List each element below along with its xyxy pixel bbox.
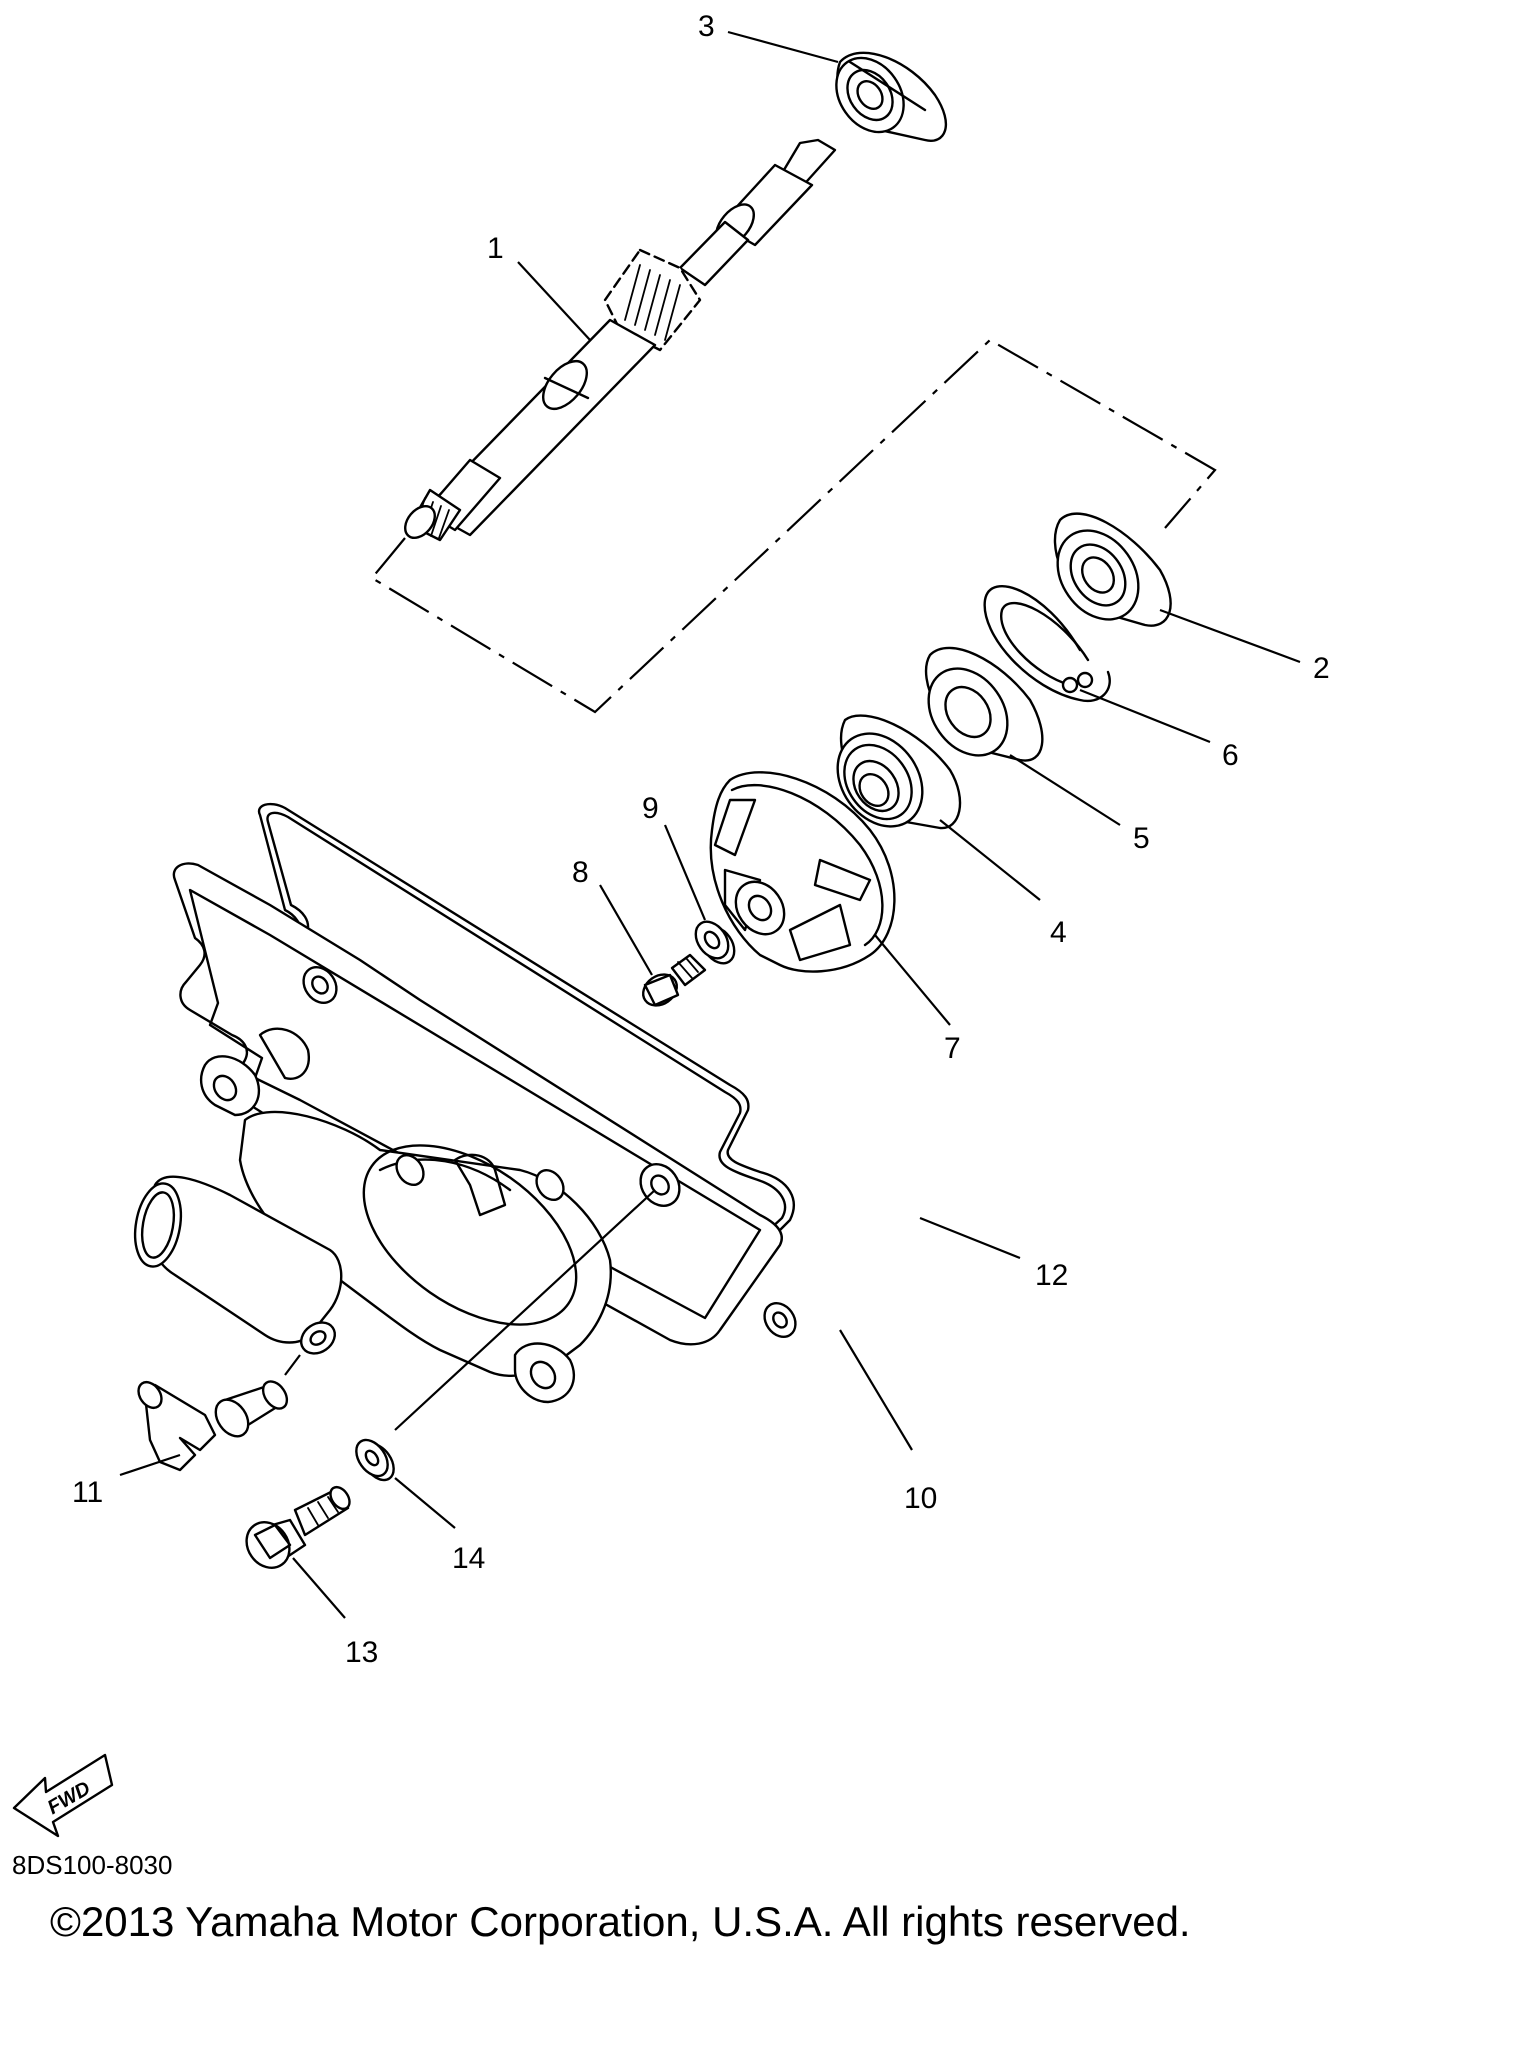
callout-8: 8 xyxy=(572,856,589,889)
part-6-circlip xyxy=(983,585,1111,703)
callout-6: 6 xyxy=(1222,739,1239,772)
callout-13: 13 xyxy=(345,1636,378,1669)
install-line-11 xyxy=(284,1354,301,1376)
callout-5: 5 xyxy=(1133,822,1150,855)
part-2-bearing xyxy=(1053,512,1172,627)
callout-14: 14 xyxy=(452,1542,485,1575)
callout-3: 3 xyxy=(698,10,715,43)
callout-1: 1 xyxy=(487,232,504,265)
part-13-bolt xyxy=(245,1485,351,1569)
copyright-notice: ©2013 Yamaha Motor Corporation, U.S.A. A… xyxy=(50,1898,1191,1945)
callout-11: 11 xyxy=(72,1476,103,1509)
part-14-washer xyxy=(355,1438,395,1482)
assembly-guide-line xyxy=(370,338,1217,714)
callout-7: 7 xyxy=(944,1032,961,1065)
part-10-pump-housing xyxy=(133,862,797,1404)
part-3-bearing xyxy=(835,51,947,142)
callout-labels: 3 1 2 6 5 4 7 9 8 12 10 11 14 13 xyxy=(72,10,1330,1669)
part-7-impeller xyxy=(709,771,896,973)
part-11-fitting xyxy=(137,1380,289,1472)
diagram-code: 8DS100-8030 xyxy=(12,1850,173,1880)
install-line-13 xyxy=(394,1189,656,1431)
part-1-shaft xyxy=(404,138,837,542)
fwd-arrow-icon: FWD xyxy=(12,1753,114,1838)
callout-12: 12 xyxy=(1035,1259,1068,1292)
part-8-bolt xyxy=(642,953,707,1007)
leader-lines xyxy=(119,30,1301,1619)
callout-9: 9 xyxy=(642,792,659,825)
callout-4: 4 xyxy=(1050,916,1067,949)
part-4-mechanical-seal xyxy=(836,714,962,830)
part-5-seal xyxy=(924,646,1044,762)
callout-2: 2 xyxy=(1313,652,1330,685)
callout-10: 10 xyxy=(904,1482,937,1515)
part-9-washer xyxy=(694,920,736,965)
